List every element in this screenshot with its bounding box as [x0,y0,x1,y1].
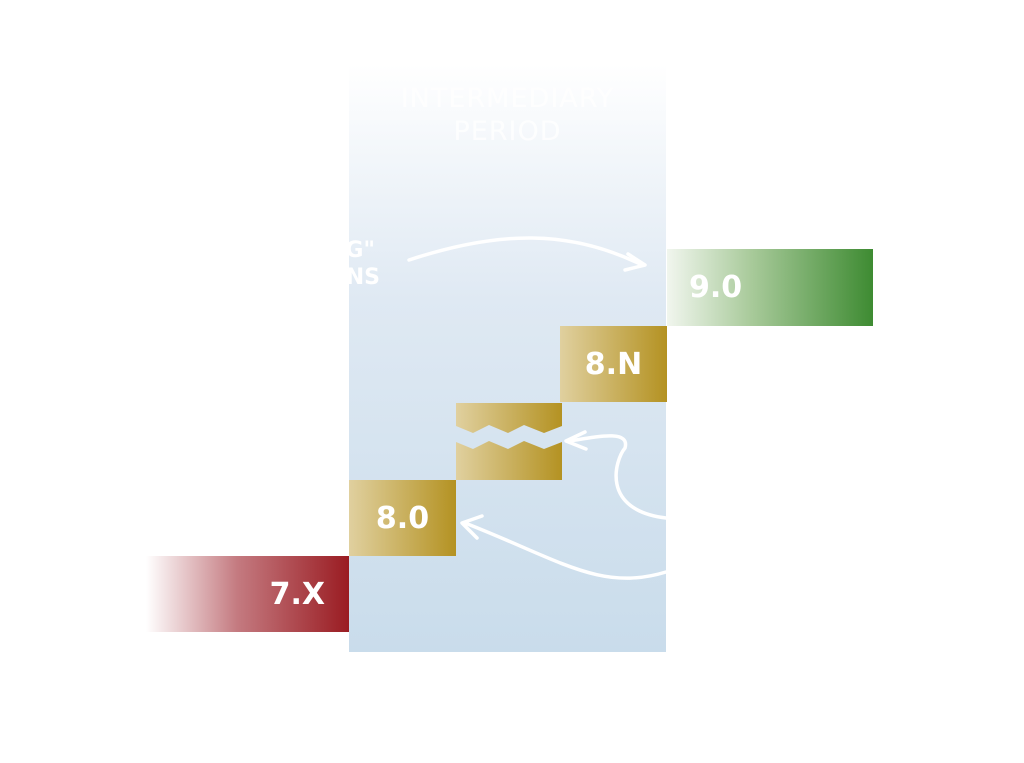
cropped-annotation: NG" ONS [349,237,409,297]
arrow-to-gap-head-icon [564,430,588,451]
cropped-annotation-line-1: NG" [349,238,375,263]
period-title-line-2: PERIOD [453,116,562,147]
cropped-annotation-line-2: ONS [349,265,380,290]
period-title: INTERMEDIARY PERIOD [349,82,666,148]
arrow-to-90 [407,236,642,266]
version-90-block: 9.0 [667,249,873,326]
version-7x-label: 7.X [269,576,325,612]
version-8n-block: 8.N [560,326,667,402]
arrow-to-80-head-icon [460,514,484,540]
version-8n-label: 8.N [584,346,643,382]
arrow-to-90-head-icon [623,252,647,272]
arrow-to-gap [568,434,668,520]
version-80-label: 8.0 [375,500,430,536]
gap-break-icon [456,403,562,480]
version-7x-block: 7.X [146,556,349,632]
version-80-block: 8.0 [349,480,456,556]
arrow-to-80 [463,521,668,580]
period-title-line-1: INTERMEDIARY [400,83,615,114]
intermediate-versions-gap-block [456,403,562,480]
version-90-label: 9.0 [689,270,743,305]
